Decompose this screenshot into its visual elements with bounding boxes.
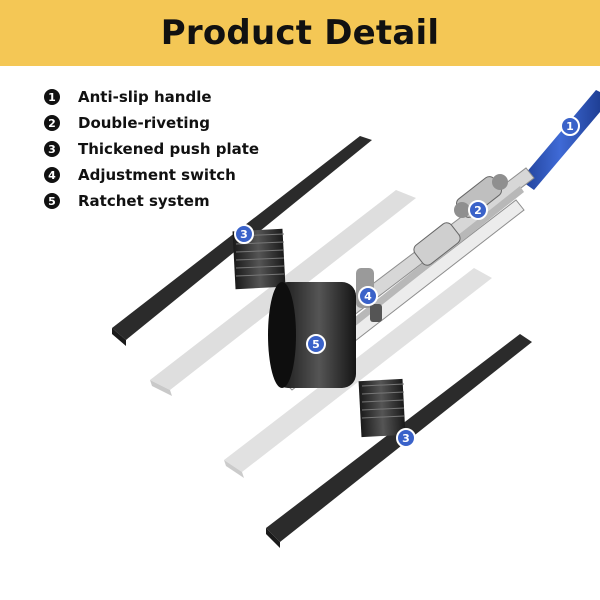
callout-switch: 4 bbox=[358, 286, 378, 306]
callout-handle-text: 1 bbox=[566, 120, 574, 133]
callout-switch-text: 4 bbox=[364, 290, 372, 303]
legend-item-switch: 4 Adjustment switch bbox=[44, 162, 259, 188]
callout-ratchet-text: 5 bbox=[312, 338, 320, 351]
header-banner: Product Detail bbox=[0, 0, 600, 66]
legend-label-5: Ratchet system bbox=[78, 192, 210, 210]
legend-item-rivet: 2 Double-riveting bbox=[44, 110, 259, 136]
feature-legend: 1 Anti-slip handle 2 Double-riveting 3 T… bbox=[44, 84, 259, 214]
callout-plate-bottom-text: 3 bbox=[402, 432, 410, 445]
gray-plate-bottom bbox=[224, 268, 492, 478]
product-exploded-view: 1 2 3 4 5 3 bbox=[112, 90, 600, 548]
callout-handle: 1 bbox=[560, 116, 580, 136]
callout-plate-top-text: 3 bbox=[240, 228, 248, 241]
legend-label-3: Thickened push plate bbox=[78, 140, 260, 158]
legend-label-1: Anti-slip handle bbox=[78, 88, 212, 106]
callout-plate-top: 3 bbox=[234, 224, 254, 244]
legend-item-ratchet: 5 Ratchet system bbox=[44, 188, 259, 214]
legend-number-3: 3 bbox=[44, 141, 60, 157]
callout-rivet: 2 bbox=[468, 200, 488, 220]
page-title: Product Detail bbox=[160, 13, 440, 53]
legend-number-4: 4 bbox=[44, 167, 60, 183]
legend-label-2: Double-riveting bbox=[78, 114, 210, 132]
callout-rivet-text: 2 bbox=[474, 204, 482, 217]
double-rivet bbox=[413, 174, 508, 266]
callout-plate-bottom: 3 bbox=[396, 428, 416, 448]
callout-ratchet: 5 bbox=[306, 334, 326, 354]
legend-item-push-plate: 3 Thickened push plate bbox=[44, 136, 259, 162]
legend-number-5: 5 bbox=[44, 193, 60, 209]
legend-label-4: Adjustment switch bbox=[78, 166, 236, 184]
legend-number-1: 1 bbox=[44, 89, 60, 105]
anti-slip-handle bbox=[520, 90, 600, 190]
legend-number-2: 2 bbox=[44, 115, 60, 131]
legend-item-handle: 1 Anti-slip handle bbox=[44, 84, 259, 110]
